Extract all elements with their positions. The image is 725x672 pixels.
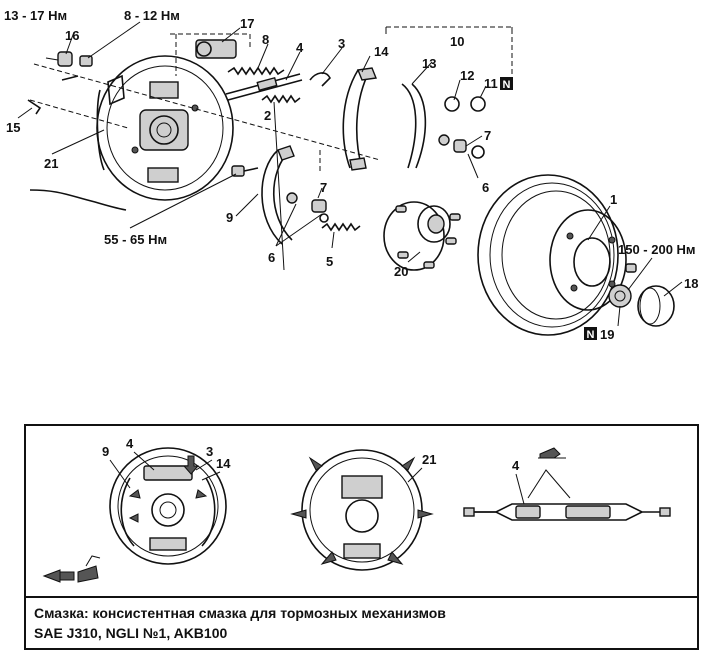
label-12: 12 <box>460 68 474 83</box>
clip <box>61 75 79 81</box>
lubricant-caption: Смазка: консистентная смазка для тормозн… <box>26 596 697 648</box>
label-17: 17 <box>240 16 254 31</box>
axis-line-4 <box>386 26 513 90</box>
svg-text:N: N <box>503 79 511 91</box>
spring-5 <box>321 222 361 232</box>
legend-label-4-strut: 4 <box>512 458 520 473</box>
label-3: 3 <box>338 36 345 51</box>
mounting-bolt <box>231 165 259 177</box>
backing-plate <box>96 55 234 201</box>
lubrication-legend: 9 4 3 14 21 <box>24 424 699 650</box>
pin-15 <box>27 99 42 115</box>
axis-line-3 <box>170 33 251 76</box>
label-15: 15 <box>6 120 20 135</box>
torque-16: 13 - 17 Нм <box>4 8 67 23</box>
bolt-small <box>625 263 637 273</box>
legend-label-4: 4 <box>126 436 134 451</box>
label-7-left: 7 <box>320 180 327 195</box>
legend-left-leaders <box>109 451 221 489</box>
axis-line-1 <box>33 63 381 161</box>
legend-label-9: 9 <box>102 444 109 459</box>
torque-bolt: 55 - 65 Нм <box>104 232 167 247</box>
label-2: 2 <box>264 108 271 123</box>
label-14: 14 <box>374 44 389 59</box>
label-5: 5 <box>326 254 333 269</box>
label-20: 20 <box>394 264 408 279</box>
parking-cable <box>29 189 127 211</box>
label-1: 1 <box>610 192 617 207</box>
backing-plate-view <box>290 449 434 571</box>
brake-shoe-9 <box>261 145 295 245</box>
grease-cap-18 <box>637 285 675 327</box>
legend-drawings: 9 4 3 14 21 <box>42 436 671 583</box>
assembled-brake-view <box>109 447 227 565</box>
label-4: 4 <box>296 40 304 55</box>
clip-11 <box>470 96 486 112</box>
spring-2 <box>261 94 301 104</box>
spring-8 <box>227 66 285 76</box>
strut-view <box>463 447 671 521</box>
torque-bleeder: 8 - 12 Нм <box>124 8 180 23</box>
legend-label-14: 14 <box>216 456 231 471</box>
svg-text:N: N <box>587 329 595 341</box>
caption-line-2: SAE J310, NGLI №1, AKB100 <box>34 625 228 641</box>
label-18: 18 <box>684 276 698 291</box>
wheel-cylinder <box>195 39 237 59</box>
new-part-badge-19: N <box>584 327 597 341</box>
bracket-10 <box>385 27 513 34</box>
torque-hub-nut: 150 - 200 Нм <box>618 242 696 257</box>
label-9: 9 <box>226 210 233 225</box>
legend-right-leader <box>515 473 525 505</box>
label-7-right: 7 <box>484 128 491 143</box>
washer-12 <box>444 96 460 112</box>
label-21: 21 <box>44 156 58 171</box>
hub-nut-19 <box>608 284 632 308</box>
legend-label-3: 3 <box>206 444 213 459</box>
brake-drum <box>477 174 627 336</box>
grease-gun-icon <box>42 555 101 583</box>
label-19: 19 <box>600 327 614 342</box>
label-6-left: 6 <box>268 250 275 265</box>
caption-line-1: Смазка: консистентная смазка для тормозн… <box>34 605 446 621</box>
hold-down-left <box>286 192 329 223</box>
parking-lever-13 <box>401 83 427 169</box>
new-part-badge-11: N <box>500 77 513 91</box>
leader-lines <box>17 21 683 327</box>
label-6-right: 6 <box>482 180 489 195</box>
label-16: 16 <box>65 28 79 43</box>
label-13: 13 <box>422 56 436 71</box>
label-11: 11 <box>484 76 498 91</box>
hold-down-right <box>438 134 485 159</box>
label-8: 8 <box>262 32 269 47</box>
label-10: 10 <box>450 34 464 49</box>
bleeder-screw <box>45 51 93 67</box>
legend-middle-leader <box>407 467 423 483</box>
lever-3 <box>309 72 331 87</box>
hub-20 <box>383 201 461 271</box>
axis-line-2 <box>29 99 129 129</box>
legend-label-21: 21 <box>422 452 436 467</box>
